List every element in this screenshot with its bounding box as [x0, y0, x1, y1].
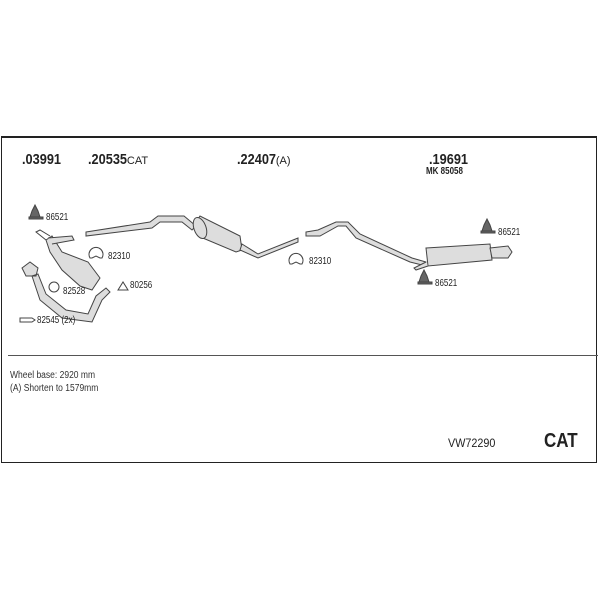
- part-number-19691: .19691: [429, 151, 469, 168]
- shorten-note: (A) Shorten to 1579mm: [10, 383, 99, 394]
- divider: [8, 355, 598, 356]
- cat-label: CAT: [544, 430, 578, 452]
- part-suffix: CAT: [126, 155, 149, 167]
- rubber-mount-icon: [480, 217, 496, 234]
- part-number: .22407: [237, 151, 277, 168]
- rubber-mount-icon: [417, 268, 433, 285]
- kit-code: VW72290: [448, 436, 496, 450]
- diagram-frame: [1, 136, 597, 463]
- part-number: .20535: [88, 151, 128, 168]
- catalytic-converter: [45, 235, 101, 291]
- part-number-22407: .22407(A): [237, 151, 291, 169]
- clamp-icon: [88, 246, 104, 259]
- label-82310-mid: 82310: [309, 256, 332, 267]
- part-sub-number: MK 85058: [426, 166, 463, 177]
- label-86521: 86521: [46, 212, 69, 223]
- rubber-mount-icon: [28, 203, 44, 220]
- bolt-icon: [19, 317, 36, 323]
- front-pipe: [21, 261, 111, 323]
- label-86521-rear-bottom: 86521: [435, 278, 458, 289]
- rear-silencer: [425, 243, 493, 267]
- label-82310: 82310: [108, 251, 131, 262]
- wheel-base-note: Wheel base: 2920 mm: [10, 370, 96, 381]
- label-82545: 82545 (2x): [37, 315, 76, 326]
- ring-gasket-icon: [48, 281, 60, 293]
- label-82528: 82528: [63, 286, 86, 297]
- middle-pipe: [85, 215, 197, 237]
- clamp-icon: [288, 252, 304, 265]
- part-number-03991: .03991: [22, 151, 62, 168]
- part-number-20535: .20535CAT: [88, 151, 148, 169]
- label-86521-rear-top: 86521: [498, 227, 521, 238]
- part-suffix: (A): [275, 155, 291, 167]
- label-80256: 80256: [130, 280, 153, 291]
- gasket-icon: [117, 281, 129, 291]
